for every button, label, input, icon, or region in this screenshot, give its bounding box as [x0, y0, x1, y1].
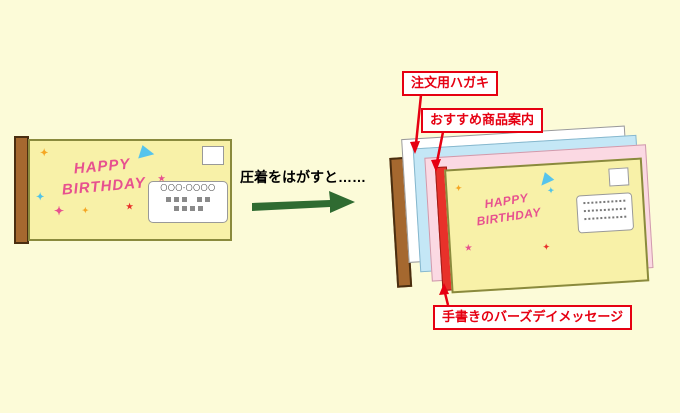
card-front-face: HAPPY BIRTHDAY ✦ ✦ ★ ✦	[444, 157, 650, 294]
label-order-postcard: 注文用ハガキ	[402, 71, 499, 96]
green-right-arrow-icon	[252, 191, 355, 213]
sealed-card: HAPPY BIRTHDAY ✦ ★ ✦ ★ ✦ ✦ 〇〇〇-〇〇〇〇	[14, 136, 232, 244]
address-dotted-line	[584, 215, 627, 221]
address-line-squares	[154, 205, 222, 211]
star-icon: ★	[158, 174, 166, 183]
address-dotted-line	[583, 199, 626, 205]
address-line-squares	[154, 196, 222, 202]
star-icon: ✦	[36, 192, 45, 203]
address-box: 〇〇〇-〇〇〇〇	[148, 181, 228, 223]
address-box	[575, 192, 635, 234]
peel-caption: 圧着をはがすと……	[240, 169, 366, 185]
stamp-box	[202, 146, 224, 165]
card-front-face: HAPPY BIRTHDAY ✦ ★ ✦ ★ ✦ ✦ 〇〇〇-〇〇〇〇	[28, 139, 232, 241]
star-icon: ✦	[82, 206, 89, 215]
star-icon: ✦	[54, 204, 65, 218]
star-icon: ✦	[40, 148, 49, 159]
birthday-greeting: HAPPY BIRTHDAY	[463, 188, 553, 232]
star-icon: ★	[126, 202, 134, 211]
star-icon: ★	[464, 243, 473, 253]
exploded-layers: HAPPY BIRTHDAY ✦ ✦ ★ ✦	[388, 124, 657, 302]
label-handwritten-message: 手書きのバーズデイメッセージ	[433, 305, 633, 330]
label-product-guide: おすすめ商品案内	[421, 108, 544, 133]
card-spine	[14, 136, 29, 244]
star-icon: ✦	[542, 242, 550, 252]
postal-code: 〇〇〇-〇〇〇〇	[160, 185, 216, 192]
star-icon: ✦	[454, 183, 463, 193]
address-dotted-line	[583, 207, 626, 213]
stamp-box	[608, 167, 630, 187]
